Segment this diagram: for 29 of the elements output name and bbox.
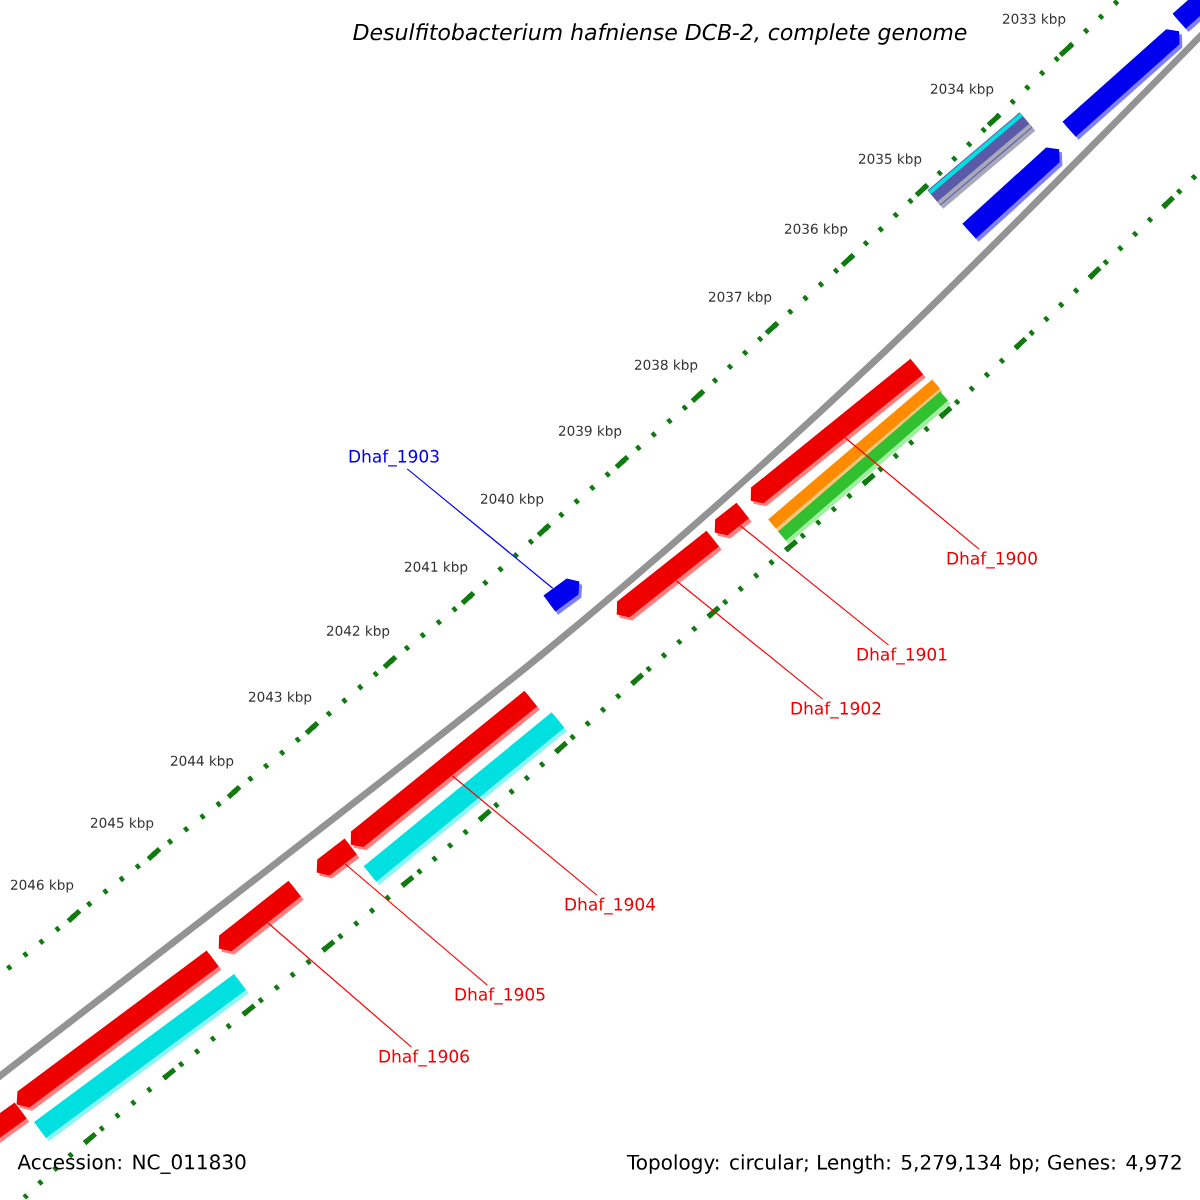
leader-line	[739, 525, 890, 646]
leader-line	[267, 922, 413, 1048]
leader-line	[344, 863, 488, 986]
gene-feature	[218, 880, 304, 955]
gene-feature	[1062, 29, 1183, 140]
gene-feature	[616, 530, 722, 621]
leader-line	[451, 775, 598, 896]
gene-label: Dhaf_1904	[565, 897, 656, 915]
feature-bar	[363, 712, 568, 885]
feature-bar	[778, 391, 951, 544]
accession-text: Accession: NC_011830	[17, 1154, 246, 1174]
title: Desulfitobacterium hafniense DCB-2, complete genome	[353, 23, 967, 45]
feature-bar	[34, 973, 249, 1142]
gene-feature	[0, 1102, 30, 1149]
gene-label: Dhaf_1906	[379, 1049, 469, 1067]
gene-label: Dhaf_1901	[857, 647, 947, 665]
gene-feature	[316, 838, 360, 879]
gene-feature	[543, 578, 583, 615]
leader-line	[675, 580, 824, 700]
gene-feature	[714, 502, 752, 539]
gene-feature	[1172, 0, 1200, 32]
gene-label: Dhaf_1900	[947, 551, 1037, 569]
gene-label: Dhaf_1902	[791, 701, 881, 719]
genome-info-text: Topology: circular; Length: 5,279,134 bp; Genes: 4,972	[626, 1154, 1181, 1174]
gene-feature	[962, 147, 1063, 242]
gene-label: Dhaf_1903	[349, 449, 439, 467]
leader-line	[844, 437, 980, 550]
leader-line	[406, 468, 554, 589]
gene-label: Dhaf_1905	[455, 987, 545, 1005]
